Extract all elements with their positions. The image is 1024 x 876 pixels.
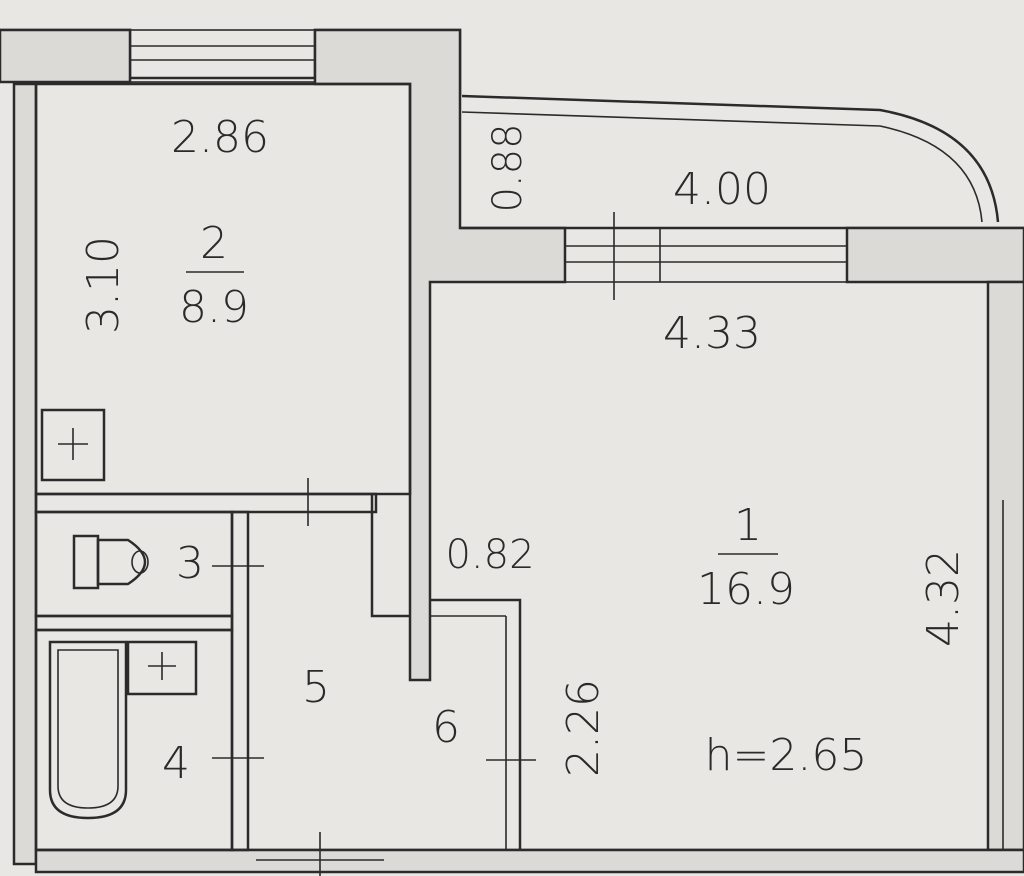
room2-number: 2 — [200, 218, 228, 269]
passage-width-label: 0.82 — [445, 532, 534, 578]
walls — [0, 28, 1024, 874]
bath-right-wall — [230, 510, 250, 852]
room4-number: 4 — [162, 738, 190, 789]
top-right-wall — [845, 226, 1024, 284]
room1-number: 1 — [734, 500, 762, 551]
sink-icon — [40, 408, 106, 482]
window-room1 — [564, 227, 848, 283]
balcony-length-label: 4.00 — [673, 164, 771, 215]
wall-above-wc — [34, 492, 378, 514]
balcony-rail-outer — [461, 94, 1000, 223]
room1-width-label: 4.33 — [663, 308, 761, 359]
top-wall-left-block — [0, 28, 132, 84]
toilet-icon — [72, 534, 149, 590]
room2-length-label: 3.10 — [78, 236, 129, 334]
door-marks — [212, 212, 615, 876]
wall-between-wc-bath — [34, 614, 234, 632]
room2-area: 8.9 — [179, 282, 249, 333]
room3-number: 3 — [176, 538, 204, 589]
room5-number: 5 — [302, 662, 330, 713]
right-outer-wall — [986, 280, 1024, 852]
balcony-depth-label: 0.88 — [485, 123, 531, 212]
bath-sink-icon — [126, 640, 198, 696]
balcony-rail-inner — [461, 111, 983, 223]
room6-length-label: 2.26 — [558, 679, 609, 777]
bathtub-icon — [48, 640, 128, 820]
window-room2 — [129, 29, 316, 83]
room1-length-label: 4.32 — [918, 549, 969, 647]
hall-partition — [370, 494, 410, 618]
room1-area: 16.9 — [697, 564, 795, 615]
room6-partition — [430, 598, 522, 850]
bath-outline — [34, 628, 234, 852]
ceiling-height-label: h=2.65 — [705, 730, 868, 781]
room2-width-label: 2.86 — [171, 112, 269, 163]
room6-number: 6 — [432, 702, 460, 753]
left-outer-wall — [12, 82, 38, 866]
fixtures — [40, 408, 198, 820]
bottom-wall-block — [34, 848, 1024, 874]
